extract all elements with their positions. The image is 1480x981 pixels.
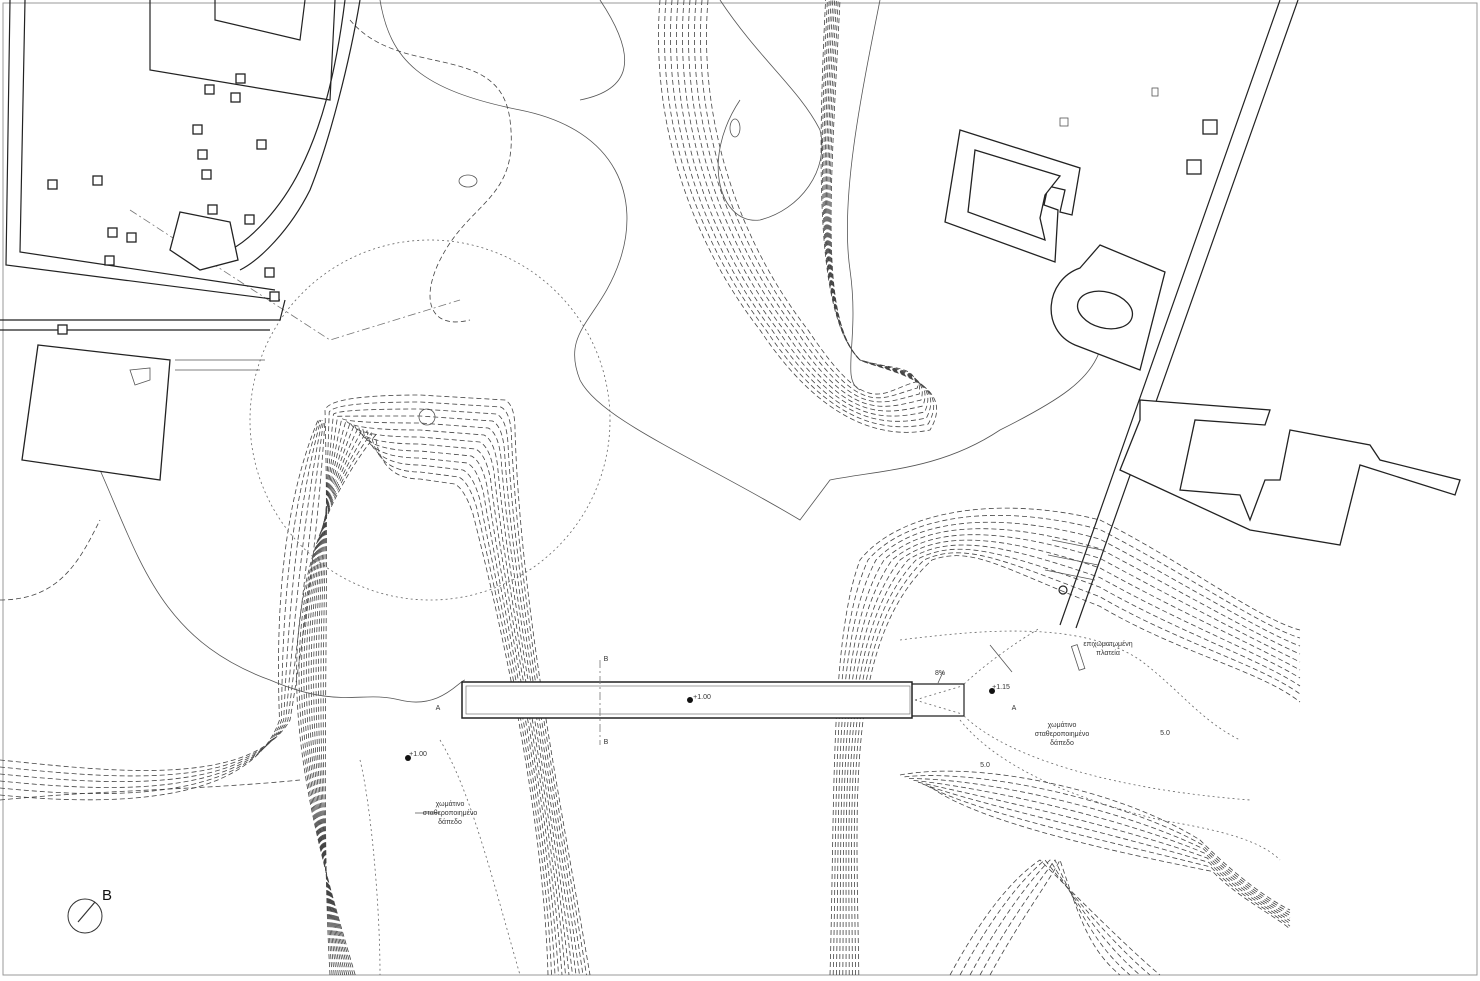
contour-line xyxy=(296,434,549,976)
ruin-block xyxy=(235,73,246,84)
plaza-line2: πλατεία xyxy=(1096,649,1120,657)
contour-line xyxy=(700,0,918,399)
contour-line xyxy=(0,419,319,801)
contour-line xyxy=(853,552,1301,976)
section-b-top: B xyxy=(604,656,609,663)
contour-line xyxy=(298,432,552,976)
contour-line xyxy=(308,423,566,976)
contour-line xyxy=(931,787,1291,930)
ruin-block xyxy=(192,124,203,135)
contour-label-b: 5.0 xyxy=(1160,730,1170,737)
ancient-road xyxy=(1044,0,1299,629)
contour-line xyxy=(0,419,323,783)
level-bridge: +1.00 xyxy=(693,694,711,701)
contour-line xyxy=(688,0,923,407)
ruin-block xyxy=(264,267,275,278)
ruin-block xyxy=(269,291,280,302)
contour-line xyxy=(0,419,320,794)
ground-left-line2: σταθεροποιημένο xyxy=(423,809,478,817)
contour-line xyxy=(318,415,580,976)
circular-dashed-outline xyxy=(249,239,611,601)
contour-line xyxy=(313,419,573,976)
ground-right-line2: σταθεροποιημένο xyxy=(1035,730,1090,738)
section-b-bottom: B xyxy=(604,739,609,746)
contour-line xyxy=(926,785,1291,927)
ruin-block xyxy=(57,324,68,335)
rectangular-ruin xyxy=(21,344,171,481)
ruin-block xyxy=(47,179,58,190)
contour-line xyxy=(908,778,1291,916)
contour-line xyxy=(904,775,1291,914)
contour-line xyxy=(301,429,556,976)
level-right: +1.15 xyxy=(992,684,1010,691)
contour-line xyxy=(829,507,1301,976)
contour-line xyxy=(969,859,1141,976)
ruin-block xyxy=(230,92,241,103)
level-left: +1.00 xyxy=(409,751,427,758)
contour-line xyxy=(848,544,1301,976)
ruin-block xyxy=(126,232,137,243)
contour-line xyxy=(922,783,1291,924)
contour-line xyxy=(851,548,1301,976)
ruin-block xyxy=(197,149,208,160)
contour-line xyxy=(989,858,1121,976)
contour-line xyxy=(320,408,584,976)
section-a-right: A xyxy=(1012,705,1017,712)
ground-right-line3: δάπεδο xyxy=(1050,739,1074,747)
contour-line xyxy=(842,534,1301,976)
slope-label: 8% xyxy=(935,670,945,677)
plaza-line1: επιχωματωμένη xyxy=(1083,640,1132,648)
contour-line xyxy=(694,0,920,403)
contour-line xyxy=(0,419,324,777)
ruin-block xyxy=(201,169,212,180)
contour-line xyxy=(706,0,917,395)
ruin-block xyxy=(204,84,215,95)
ground-left-line1: χωμάτινο xyxy=(436,800,465,808)
annotations: 8% +1.00 +1.15 +1.00 5.0 5.0 A A B B χωμ… xyxy=(405,640,1170,826)
contour-line xyxy=(959,859,1151,976)
ruin-block xyxy=(92,175,103,186)
ground-left-line3: δάπεδο xyxy=(438,818,462,826)
contour-line xyxy=(322,401,587,976)
terrain-boundaries xyxy=(0,0,1281,976)
contour-lines xyxy=(0,0,1301,976)
section-a-left: A xyxy=(436,705,441,712)
contour-line xyxy=(832,514,1301,976)
contour-line xyxy=(676,0,929,417)
contour-line xyxy=(913,780,1291,919)
ground-right-line1: χωμάτινο xyxy=(1048,721,1077,729)
contour-line xyxy=(917,781,1291,922)
ruin-block xyxy=(104,255,115,266)
north-label: B xyxy=(102,887,112,904)
contour-line xyxy=(670,0,932,422)
contour-line xyxy=(0,419,326,771)
contour-line xyxy=(303,427,559,976)
contour-line xyxy=(658,0,938,433)
ruin-block xyxy=(256,139,267,150)
north-arrow: B xyxy=(67,887,112,934)
ruin-block xyxy=(207,204,218,215)
contour-line xyxy=(0,419,322,788)
contour-line xyxy=(899,770,1291,911)
contour-line xyxy=(845,539,1301,976)
contour-line xyxy=(836,521,1301,976)
contour-line xyxy=(682,0,926,412)
ruin-block xyxy=(107,227,118,238)
contour-line xyxy=(664,0,935,428)
ruin-block xyxy=(244,214,255,225)
contour-line xyxy=(949,859,1161,976)
contour-line xyxy=(839,528,1301,976)
contour-line xyxy=(979,859,1131,976)
buildings-northeast xyxy=(944,87,1461,546)
building-complex-northwest xyxy=(0,0,361,481)
contour-label-a: 5.0 xyxy=(980,762,990,769)
contour-line xyxy=(856,555,1301,976)
